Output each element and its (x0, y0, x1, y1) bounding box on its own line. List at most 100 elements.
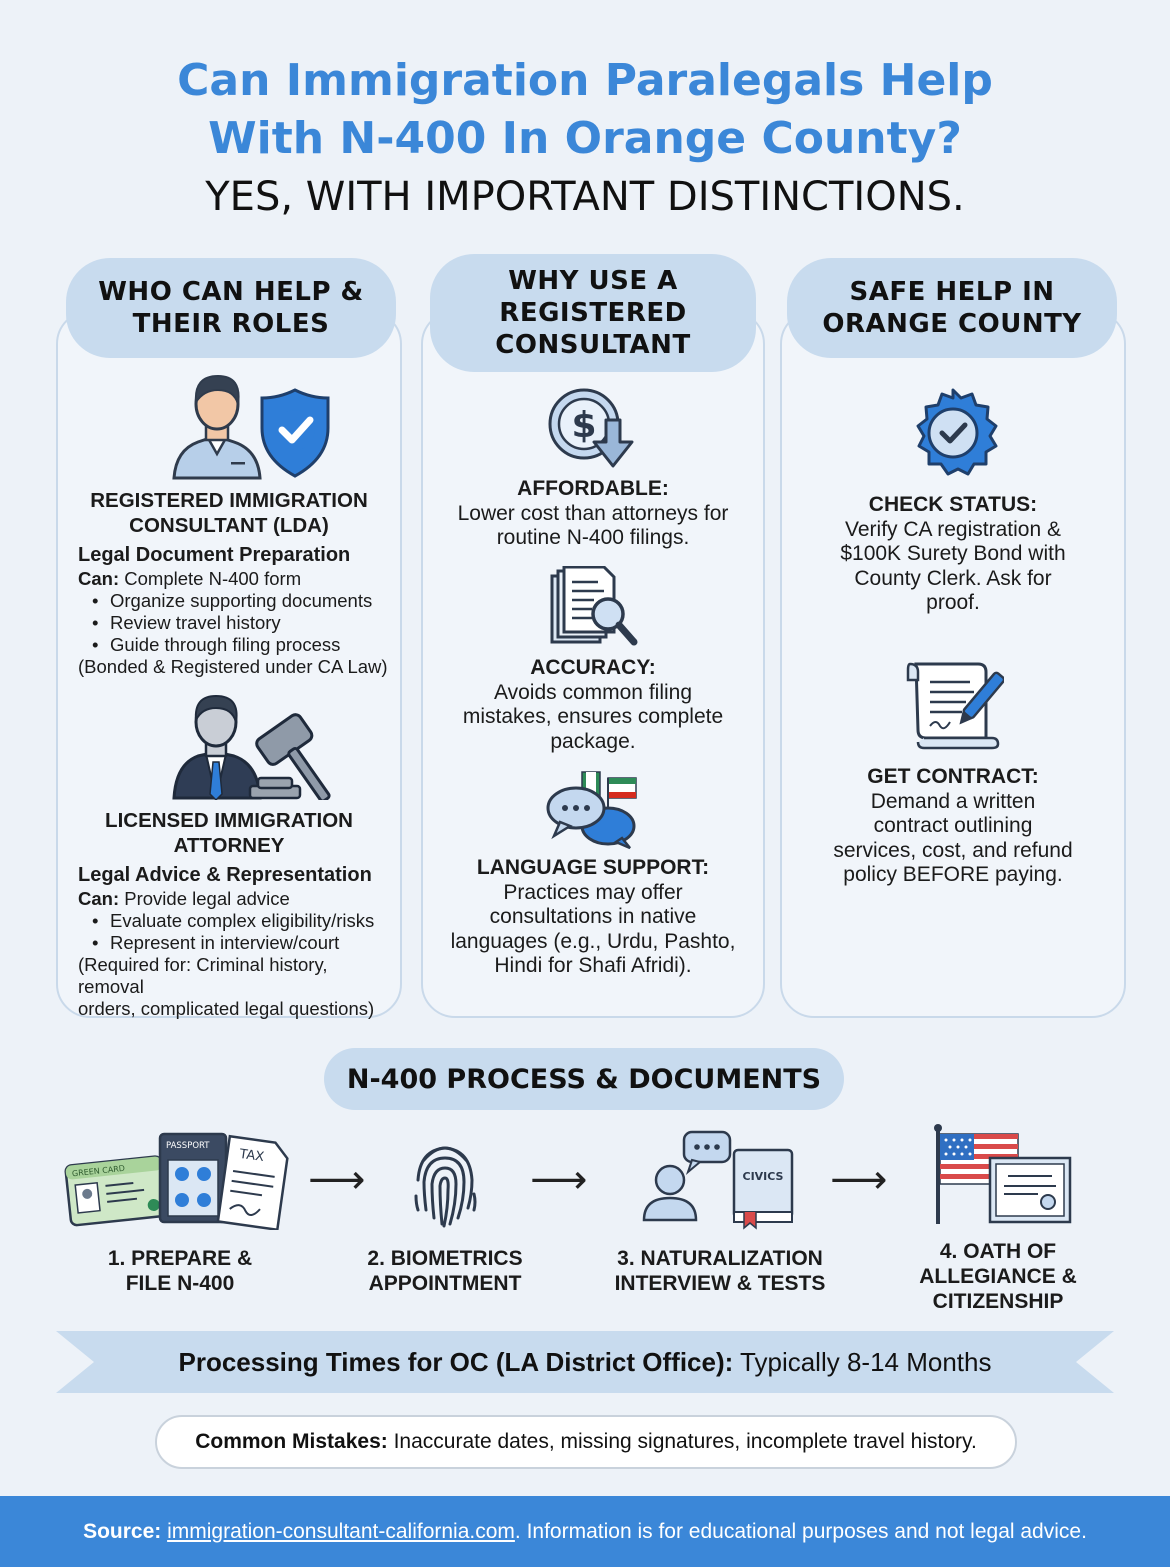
common-mistakes-label: Common Mistakes: (195, 1430, 388, 1453)
list-item: Guide through filing process (78, 634, 398, 656)
check-status-line-3: County Clerk. Ask for (854, 566, 1052, 590)
get-contract-line-1: Demand a written (870, 789, 1036, 813)
check-status-line-1: Verify CA registration & (845, 517, 1061, 541)
documents-green-card-passport-icon: GREEN CARD PASSPORT TAX (64, 1132, 289, 1230)
affordable-line-2: routine N-400 filings. (496, 526, 690, 549)
interview-civics-book-icon: CIVICS (642, 1130, 794, 1230)
contract-pen-icon (906, 662, 1004, 750)
common-mistakes-text: Inaccurate dates, missing signatures, in… (387, 1430, 977, 1453)
get-contract-line-2: contract outlining (873, 814, 1033, 837)
step-4-line-2: ALLEGIANCE & (919, 1265, 1077, 1288)
consultant-benefits-heading: WHY USE A REGISTERED CONSULTANT (430, 254, 756, 372)
step-2-line-1: 2. BIOMETRICS (367, 1247, 523, 1270)
language-line-3: languages (e.g., Urdu, Pashto, (450, 929, 736, 953)
get-contract-title: GET CONTRACT: (867, 765, 1039, 788)
step-2-label: 2. BIOMETRICS APPOINTMENT (340, 1246, 550, 1296)
page-title: Can Immigration Paralegals Help With N-4… (0, 52, 1170, 168)
civics-book-label: CIVICS (743, 1170, 784, 1183)
attorney-title-line-1: LICENSED IMMIGRATION (105, 809, 353, 832)
processing-times-label: Processing Times for OC (LA District Off… (178, 1346, 734, 1377)
tax-form-label: TAX (237, 1147, 265, 1165)
consultant-can-label: Can: (78, 568, 120, 589)
language-line-4: Hindi for Shafi Afridi). (494, 954, 692, 977)
source-label: Source: (83, 1519, 162, 1543)
common-mistakes-box: Common Mistakes: Inaccurate dates, missi… (155, 1415, 1017, 1469)
arrow-right-icon: ⟶ (830, 1158, 888, 1202)
step-3-line-2: INTERVIEW & TESTS (614, 1272, 826, 1295)
check-status-line-4: proof. (926, 591, 980, 614)
affordable-line-1: Lower cost than attorneys for (457, 501, 729, 525)
flag-certificate-icon (934, 1124, 1072, 1224)
accuracy-line-1: Avoids common filing (493, 680, 693, 704)
step-4-line-1: 4. OATH OF (939, 1240, 1057, 1263)
benefits-heading-line-1: WHY USE A (508, 266, 678, 296)
get-contract-line-4: policy BEFORE paying. (843, 863, 1063, 886)
accuracy-title: ACCURACY: (530, 656, 656, 679)
roles-heading-line-1: WHO CAN HELP & (98, 277, 364, 307)
list-item: Evaluate complex eligibility/risks (78, 910, 398, 932)
passport-label: PASSPORT (166, 1141, 210, 1151)
get-contract-line-3: services, cost, and refund (833, 838, 1073, 862)
document-magnifier-icon (550, 566, 638, 646)
consultant-bullet-list: Organize supporting documents Review tra… (78, 590, 398, 656)
attorney-bullet-list: Evaluate complex eligibility/risks Repre… (78, 910, 398, 954)
disclaimer-text: . Information is for educational purpose… (514, 1519, 1087, 1543)
attorney-note-line-2: orders, complicated legal questions) (78, 998, 375, 1019)
step-1-line-1: 1. PREPARE & (107, 1247, 253, 1270)
list-item: Review travel history (78, 612, 398, 634)
consultant-title-line-2: CONSULTANT (LDA) (129, 513, 329, 537)
consultant-title: REGISTERED IMMIGRATION CONSULTANT (LDA) (56, 489, 402, 538)
title-line-2: With N-400 In Orange County? (208, 113, 962, 164)
arrow-right-icon: ⟶ (530, 1158, 588, 1202)
consultant-title-line-1: REGISTERED IMMIGRATION (90, 489, 368, 512)
title-line-1: Can Immigration Paralegals Help (177, 55, 993, 106)
step-3-line-1: 3. NATURALIZATION (617, 1247, 823, 1270)
list-item: Organize supporting documents (78, 590, 398, 612)
roles-heading-line-2: THEIR ROLES (132, 309, 330, 339)
safe-help-heading-line-2: ORANGE COUNTY (822, 309, 1082, 339)
accuracy-line-2: mistakes, ensures complete (462, 705, 724, 728)
step-2-line-2: APPOINTMENT (368, 1272, 522, 1295)
source-link[interactable]: immigration-consultant-california.com (167, 1519, 515, 1543)
safe-help-heading-line-1: SAFE HELP IN (849, 277, 1055, 307)
processing-times-value: Typically 8-14 Months (733, 1346, 992, 1377)
processing-times-ribbon (56, 1331, 1114, 1393)
verified-badge-icon (916, 388, 998, 476)
check-status-line-2: $100K Surety Bond with (840, 542, 1066, 565)
attorney-gavel-icon (172, 694, 331, 800)
accuracy-line-3: package. (550, 729, 636, 753)
attorney-can: Can: Provide legal advice Evaluate compl… (78, 888, 398, 1020)
language-line-2: consultations in native (489, 905, 697, 928)
step-4-label: 4. OATH OF ALLEGIANCE & CITIZENSHIP (888, 1239, 1108, 1314)
chat-bubbles-flag-icon (546, 771, 637, 850)
accuracy-block: ACCURACY: Avoids common filing mistakes,… (421, 656, 765, 754)
dollar-down-icon: $ (548, 388, 634, 468)
step-3-label: 3. NATURALIZATION INTERVIEW & TESTS (600, 1246, 840, 1296)
benefits-heading-line-2: REGISTERED (499, 298, 687, 328)
attorney-note-line-1: (Required for: Criminal history, removal (78, 954, 328, 997)
consultant-role: Legal Document Preparation (78, 544, 351, 566)
attorney-title-line-2: ATTORNEY (173, 833, 285, 857)
attorney-can-text: Provide legal advice (119, 888, 290, 909)
consultant-note: (Bonded & Registered under CA Law) (78, 656, 388, 677)
affordable-block: AFFORDABLE: Lower cost than attorneys fo… (421, 477, 765, 551)
attorney-role: Legal Advice & Representation (78, 864, 372, 886)
language-title: LANGUAGE SUPPORT: (476, 856, 710, 879)
consultant-can-text: Complete N-400 form (119, 568, 302, 589)
arrow-right-icon: ⟶ (308, 1158, 366, 1202)
fingerprint-icon (414, 1146, 477, 1228)
processing-times-text: Processing Times for OC (LA District Off… (56, 1331, 1114, 1393)
attorney-title: LICENSED IMMIGRATION ATTORNEY (56, 809, 402, 858)
step-4-line-3: CITIZENSHIP (932, 1290, 1064, 1313)
step-1-label: 1. PREPARE & FILE N-400 (80, 1246, 280, 1296)
check-status-title: CHECK STATUS: (868, 493, 1038, 516)
list-item: Represent in interview/court (78, 932, 398, 954)
attorney-can-label: Can: (78, 888, 120, 909)
footer: Source: immigration-consultant-californi… (0, 1496, 1170, 1567)
check-status-block: CHECK STATUS: Verify CA registration & $… (780, 493, 1126, 616)
language-block: LANGUAGE SUPPORT: Practices may offer co… (421, 856, 765, 979)
step-1-line-2: FILE N-400 (125, 1272, 235, 1295)
consultant-shield-icon (172, 374, 330, 480)
roles-panel-heading: WHO CAN HELP &THEIR ROLES (66, 258, 396, 358)
